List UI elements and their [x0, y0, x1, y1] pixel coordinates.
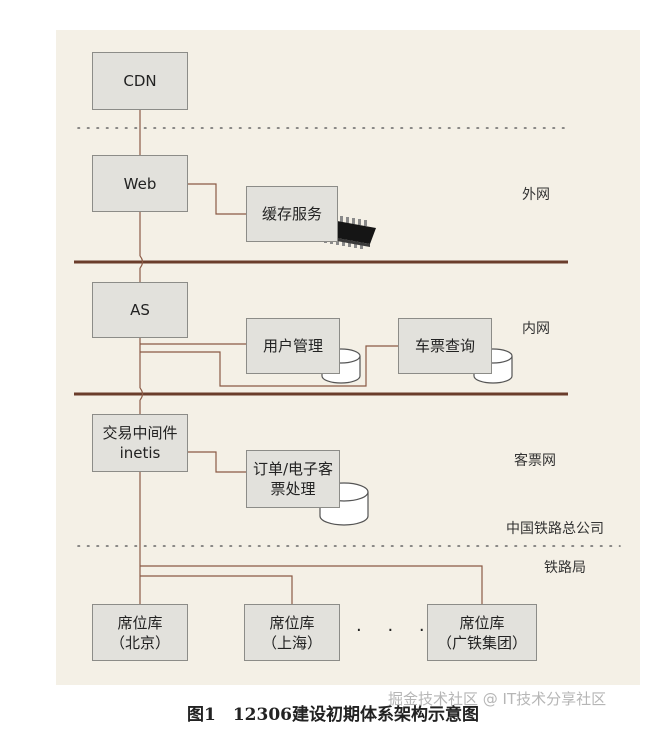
seat-guangtie-label-line2: （广铁集团）: [436, 633, 527, 652]
zone-label-hq: 中国铁路总公司: [506, 521, 604, 537]
seat-db-shanghai-box: 席位库 （上海）: [244, 604, 340, 661]
cdn-box: CDN: [92, 52, 188, 110]
seat-db-beijing-box: 席位库 （北京）: [92, 604, 188, 661]
seat-shanghai-label-line2: （上海）: [261, 633, 322, 652]
cdn-label: CDN: [123, 72, 157, 90]
user-management-label: 用户管理: [262, 337, 323, 355]
seat-guangtie-connector: [140, 565, 483, 604]
as-ticket-connector: [140, 345, 398, 387]
figure-caption: 图1 12306建设初期体系架构示意图: [187, 705, 479, 725]
transaction-middleware-box: 交易中间件 inetis: [92, 414, 188, 472]
seat-shanghai-label-line1: 席位库: [269, 613, 315, 632]
order-eticket-box: 订单/电子客 票处理: [246, 450, 340, 508]
middleware-label-line1: 交易中间件: [102, 424, 178, 442]
user-management-box: 用户管理: [246, 318, 340, 374]
ticket-query-box: 车票查询: [398, 318, 492, 374]
seat-shanghai-connector: [140, 575, 293, 604]
middleware-order-connector: [188, 451, 246, 473]
zone-label-bureau: 铁路局: [544, 560, 586, 576]
cache-service-label: 缓存服务: [261, 205, 322, 223]
as-box: AS: [92, 282, 188, 338]
seat-db-guangtie-box: 席位库 （广铁集团）: [427, 604, 537, 661]
seat-beijing-label-line1: 席位库: [117, 613, 163, 632]
middleware-label-line2: inetis: [119, 444, 161, 462]
seat-guangtie-label-line1: 席位库: [459, 613, 505, 632]
as-label: AS: [130, 301, 150, 319]
order-label-line1: 订单/电子客: [252, 460, 334, 478]
watermark: 掘金技术社区 @ IT技术分享社区: [388, 690, 607, 708]
more-seat-dbs-ellipsis: · · ·: [356, 620, 435, 641]
web-box: Web: [92, 155, 188, 212]
order-label-line2: 票处理: [270, 480, 316, 498]
web-label: Web: [123, 174, 157, 193]
zone-label-internal: 内网: [522, 321, 550, 337]
zone-label-passenger: 客票网: [514, 453, 556, 469]
cache-service-box: 缓存服务: [246, 186, 338, 242]
seat-beijing-label-line2: （北京）: [109, 633, 170, 652]
trunk-connector: [139, 110, 144, 604]
ticket-query-label: 车票查询: [414, 337, 475, 355]
zone-label-external: 外网: [522, 187, 550, 203]
web-cache-connector: [188, 183, 246, 215]
